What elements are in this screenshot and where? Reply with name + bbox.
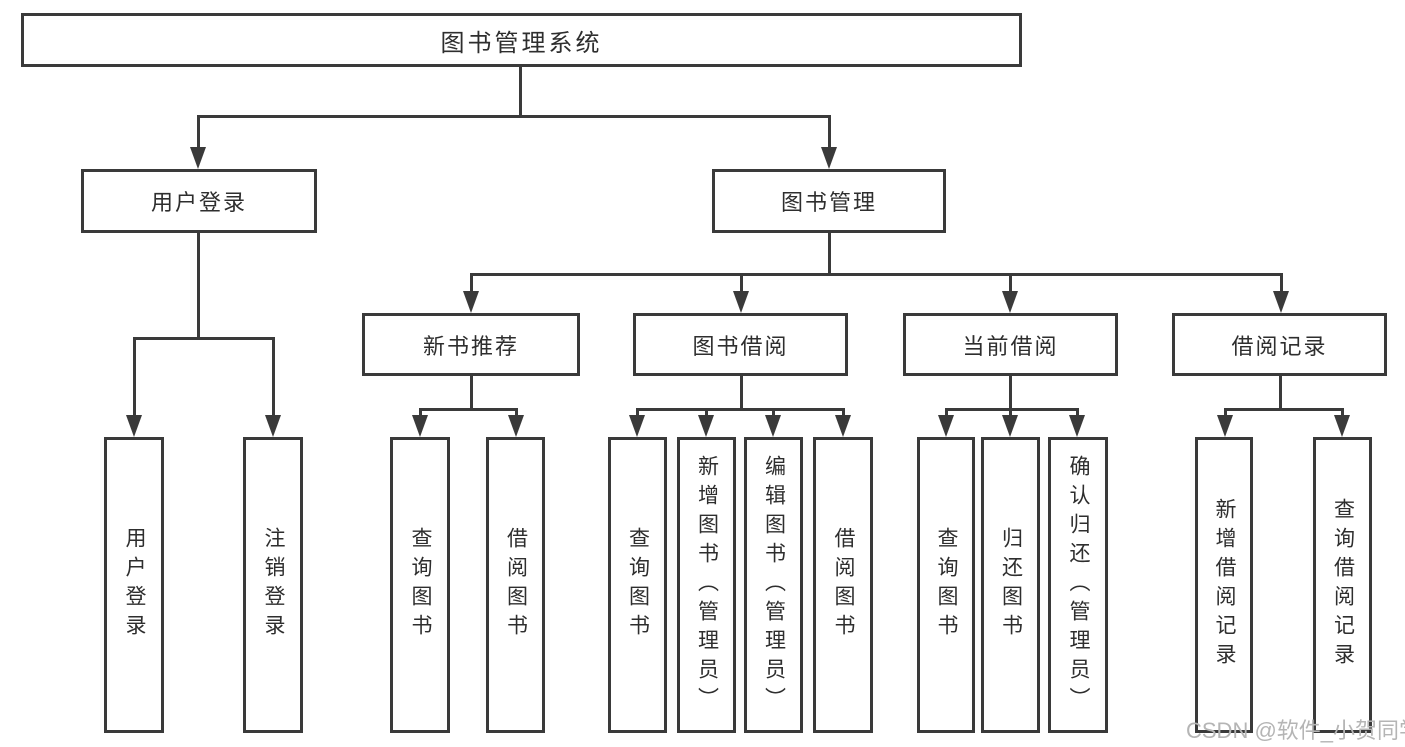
arrowhead-down-icon	[1002, 415, 1018, 437]
arrowhead-down-icon	[508, 415, 524, 437]
node-label: 图书管理	[780, 190, 877, 215]
node-label: 用户登录	[150, 190, 247, 215]
leaf-label: 查询图书	[626, 527, 650, 643]
leaf-confirm-return-admin: 确认归还（管理员）	[1048, 437, 1108, 733]
connector-book-management-stub	[828, 233, 831, 276]
node-label: 图书借阅	[692, 333, 789, 359]
arrowhead-down-icon	[733, 291, 749, 313]
leaf-add-borrow-record: 新增借阅记录	[1195, 437, 1253, 733]
connector-new-book-stub	[470, 376, 473, 411]
arrowhead-down-icon	[835, 415, 851, 437]
node-label: 新书推荐	[422, 333, 519, 359]
leaf-add-book-admin: 新增图书（管理员）	[677, 437, 736, 733]
node-label: 借阅记录	[1231, 333, 1328, 359]
arrowhead-down-icon	[629, 415, 645, 437]
leaf-label: 用户登录	[123, 527, 147, 643]
connector-new-book-hline	[419, 408, 517, 411]
connector-book-borrow-stub	[740, 376, 743, 411]
arrowhead-down-icon	[1334, 415, 1350, 437]
connector-drop-leaf	[945, 408, 948, 418]
arrowhead-down-icon	[265, 415, 281, 437]
leaf-label: 注销登录	[262, 527, 286, 643]
connector-drop-user-login	[197, 115, 200, 149]
arrowhead-down-icon	[126, 415, 142, 437]
node-book-management: 图书管理	[712, 169, 946, 233]
leaf-label: 确认归还（管理员）	[1067, 454, 1091, 716]
arrowhead-down-icon	[190, 147, 206, 169]
leaf-query-books-borrowing: 查询图书	[608, 437, 667, 733]
arrowhead-down-icon	[412, 415, 428, 437]
connector-drop-leaf	[1076, 408, 1079, 418]
connector-borrow-record-stub	[1279, 376, 1282, 411]
arrowhead-down-icon	[698, 415, 714, 437]
connector-drop-book-management	[828, 115, 831, 149]
connector-drop-level3	[1280, 273, 1283, 295]
node-new-book-recommend: 新书推荐	[362, 313, 580, 376]
connector-drop-leaf	[636, 408, 639, 418]
arrowhead-down-icon	[938, 415, 954, 437]
connector-drop-leaf	[1224, 408, 1227, 418]
connector-drop-leaf	[772, 408, 775, 418]
connector-current-borrow-stub	[1009, 376, 1012, 411]
arrowhead-down-icon	[463, 291, 479, 313]
node-label: 当前借阅	[962, 333, 1059, 359]
node-book-borrowing: 图书借阅	[633, 313, 848, 376]
leaf-label: 编辑图书（管理员）	[762, 454, 786, 716]
arrowhead-down-icon	[765, 415, 781, 437]
arrowhead-down-icon	[1002, 291, 1018, 313]
leaf-label: 借阅图书	[832, 527, 856, 643]
leaf-user-login: 用户登录	[104, 437, 164, 733]
connector-drop-leaf	[419, 408, 422, 418]
node-label: 图书管理系统	[440, 29, 603, 57]
arrowhead-down-icon	[1069, 415, 1085, 437]
leaf-label: 查询借阅记录	[1331, 498, 1355, 672]
arrowhead-down-icon	[1217, 415, 1233, 437]
connector-drop-leaf	[515, 408, 518, 418]
connector-drop-leaf	[705, 408, 708, 418]
leaf-label: 查询图书	[935, 527, 959, 643]
connector-user-login-hline	[133, 337, 275, 340]
leaf-label: 归还图书	[999, 527, 1023, 643]
leaf-query-borrow-record: 查询借阅记录	[1313, 437, 1372, 733]
connector-root-stub	[519, 66, 522, 118]
connector-drop-leaf	[133, 337, 136, 417]
connector-book-borrow-hline	[636, 408, 844, 411]
node-borrowing-records: 借阅记录	[1172, 313, 1387, 376]
leaf-label: 新增图书（管理员）	[695, 454, 719, 716]
leaf-label: 新增借阅记录	[1213, 498, 1237, 672]
connector-drop-leaf	[842, 408, 845, 418]
csdn-watermark: CSDN @软件_小贺同学	[1186, 718, 1405, 743]
connector-borrow-record-hline	[1224, 408, 1343, 411]
connector-drop-leaf	[272, 337, 275, 417]
connector-drop-level3	[740, 273, 743, 295]
connector-drop-level3	[1009, 273, 1012, 295]
leaf-edit-book-admin: 编辑图书（管理员）	[744, 437, 803, 733]
leaf-borrow-books-recommend: 借阅图书	[486, 437, 545, 733]
leaf-borrow-books-borrowing: 借阅图书	[813, 437, 873, 733]
node-current-borrowing: 当前借阅	[903, 313, 1118, 376]
node-user-login: 用户登录	[81, 169, 317, 233]
connector-book-management-hline	[470, 273, 1282, 276]
arrowhead-down-icon	[1273, 291, 1289, 313]
leaf-logout: 注销登录	[243, 437, 303, 733]
leaf-return-book: 归还图书	[981, 437, 1040, 733]
leaf-query-books-current: 查询图书	[917, 437, 975, 733]
leaf-query-books-recommend: 查询图书	[390, 437, 450, 733]
arrowhead-down-icon	[821, 147, 837, 169]
leaf-label: 查询图书	[409, 527, 433, 643]
connector-user-login-stub	[197, 233, 200, 340]
connector-drop-level3	[470, 273, 473, 295]
node-library-management-system: 图书管理系统	[21, 13, 1022, 67]
connector-drop-leaf	[1341, 408, 1344, 418]
connector-drop-leaf	[1009, 408, 1012, 418]
connector-root-hline	[197, 115, 831, 118]
leaf-label: 借阅图书	[504, 527, 528, 643]
